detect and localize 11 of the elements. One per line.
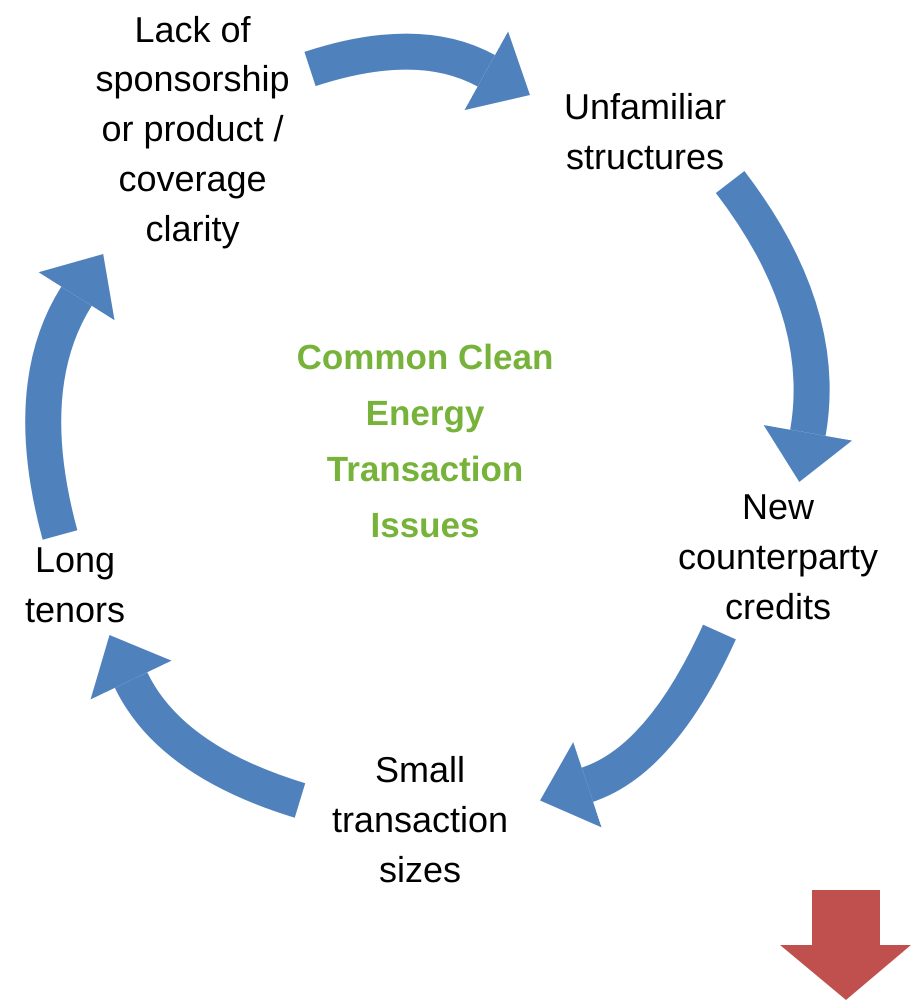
cycle-step: Lack of sponsorship or product / coverage clarity bbox=[75, 4, 310, 254]
cycle-step: Unfamiliar structures bbox=[530, 82, 760, 182]
curved-arrow bbox=[91, 636, 306, 818]
cycle-step: Small transaction sizes bbox=[300, 745, 540, 895]
curved-arrow bbox=[716, 171, 852, 482]
cycle-step: New counterparty credits bbox=[645, 482, 911, 632]
diagram-title: Common Clean Energy Transaction Issues bbox=[296, 337, 554, 547]
curved-arrow bbox=[540, 624, 736, 827]
curved-arrow bbox=[25, 252, 116, 540]
curved-arrow bbox=[304, 30, 532, 112]
cycle-step: Long tenors bbox=[0, 535, 150, 635]
